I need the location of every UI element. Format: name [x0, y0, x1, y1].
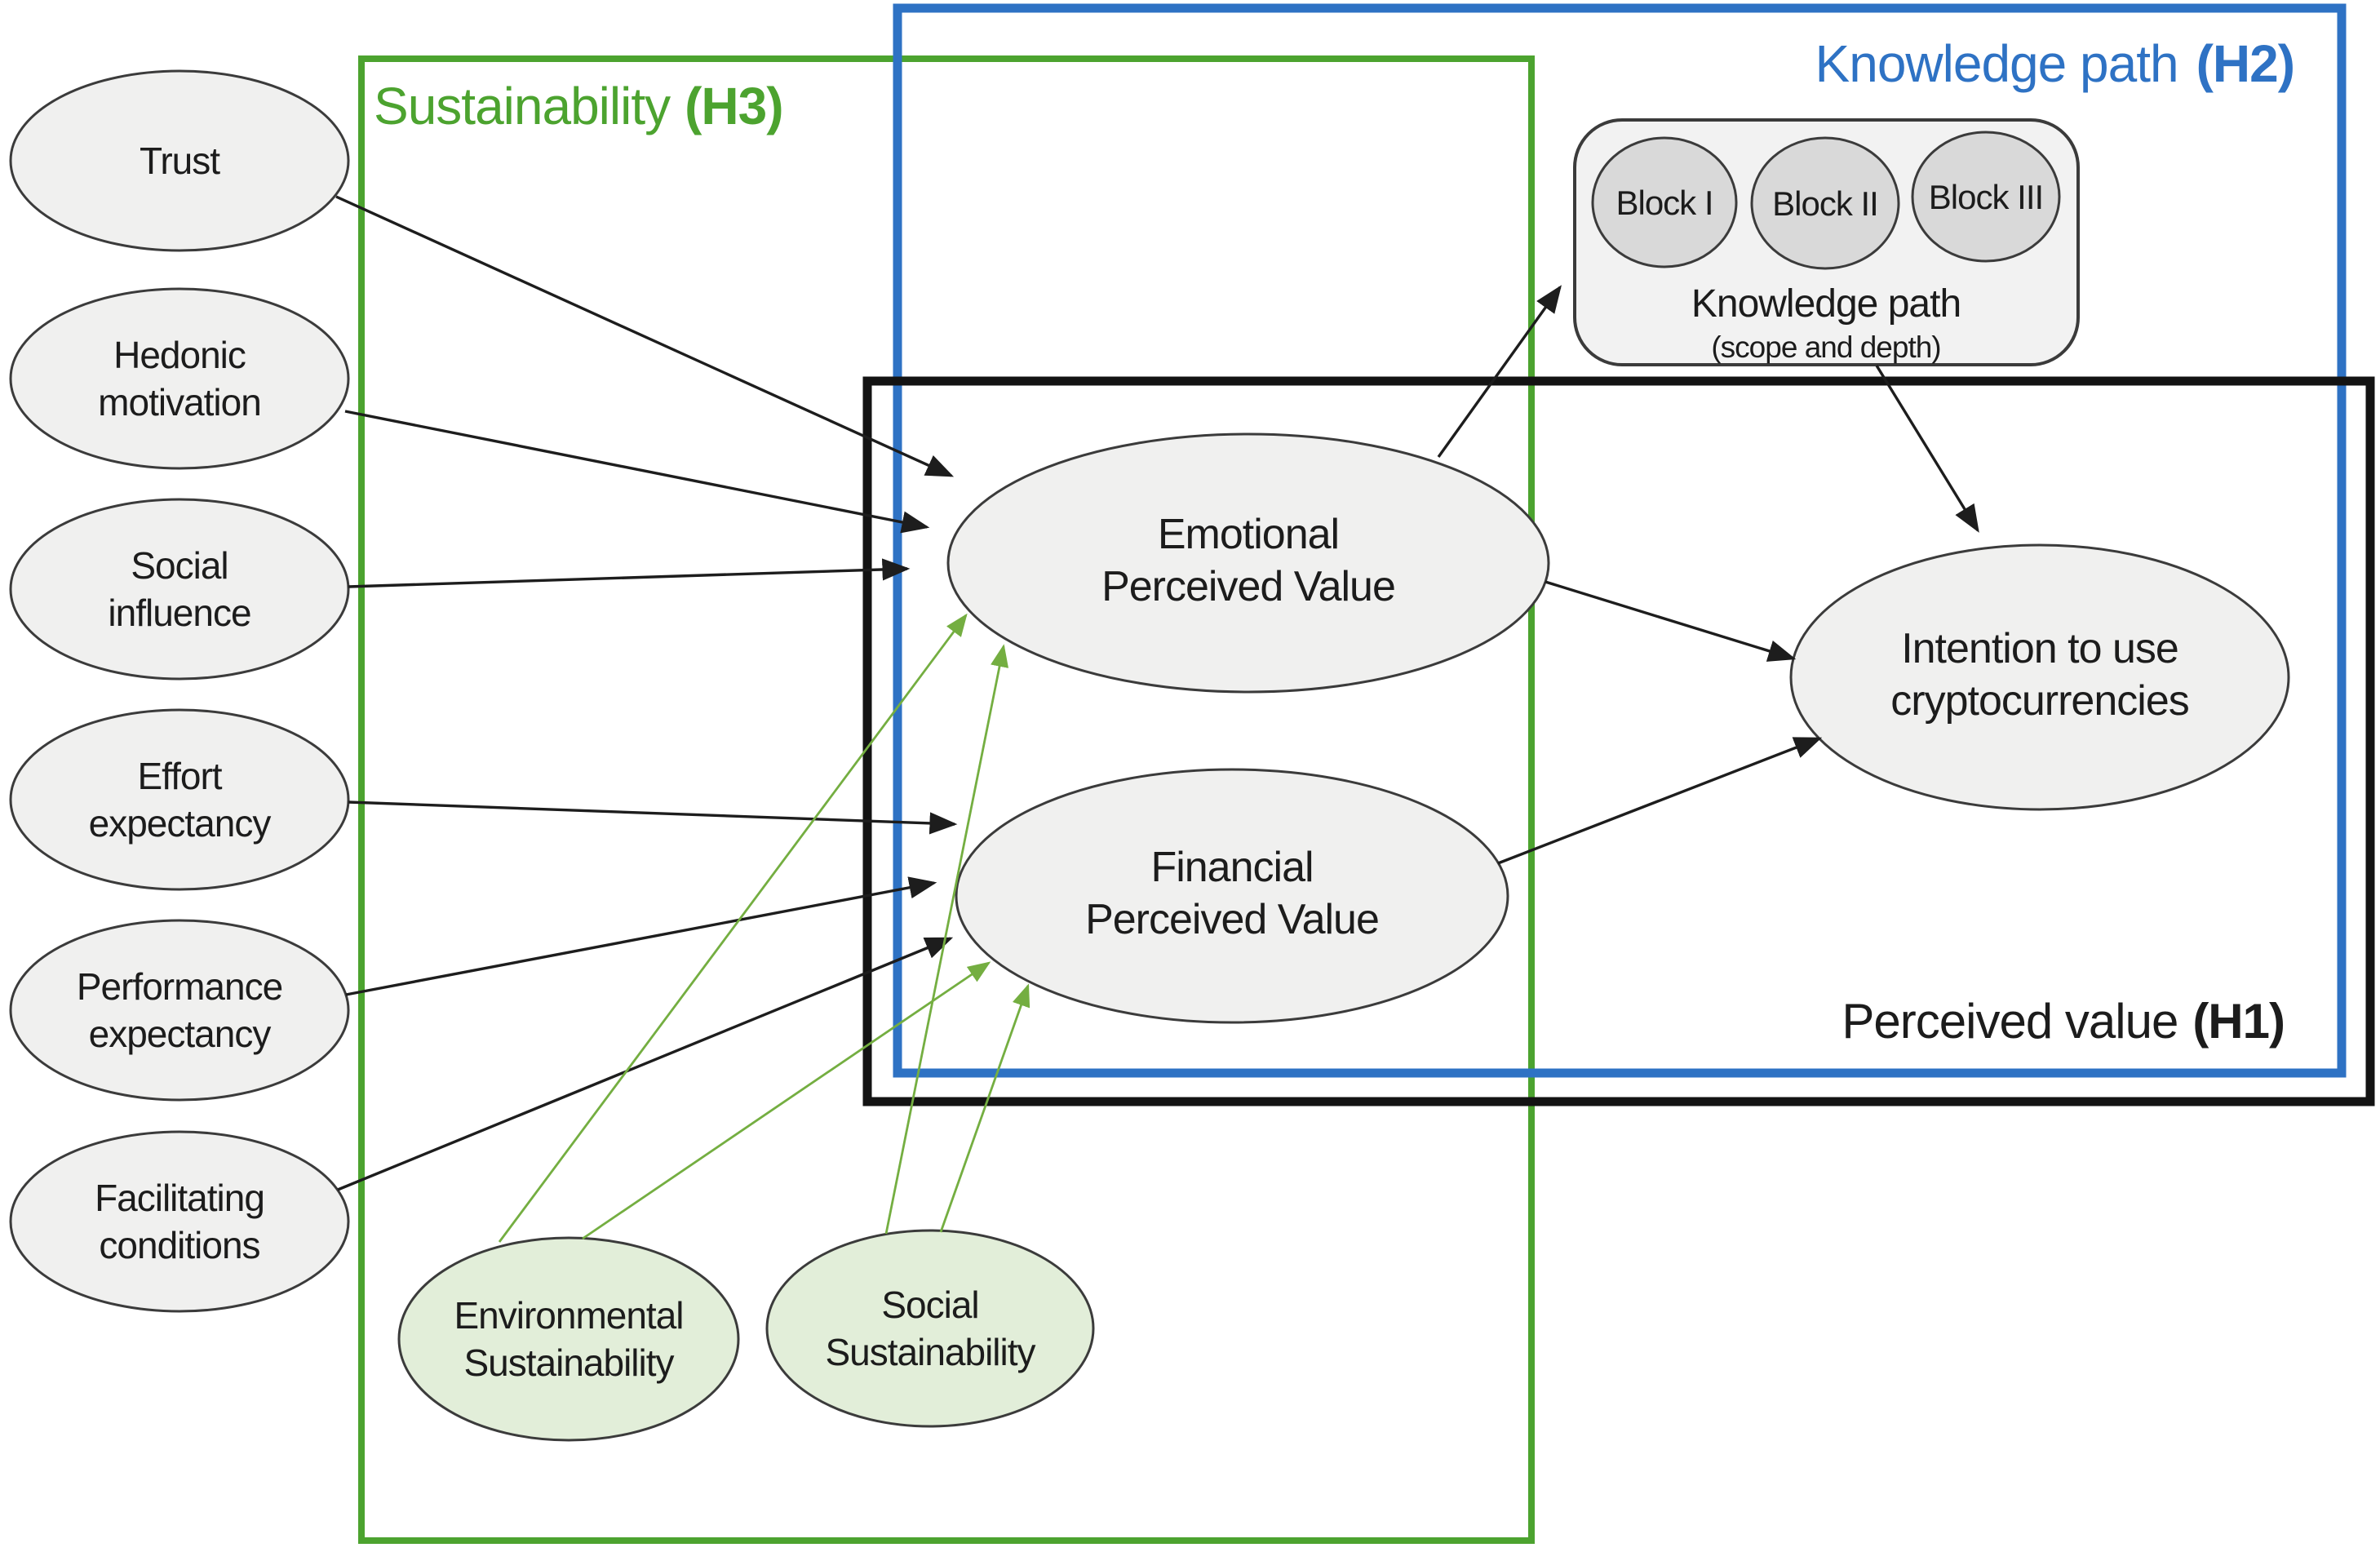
- sustainability-label-text: Sustainability: [374, 77, 671, 135]
- node-performance-label-line1: Performance: [77, 965, 282, 1008]
- knowledge-path-panel: Block I Block II Block III Knowledge pat…: [1573, 118, 2080, 366]
- node-social-influence: [9, 498, 350, 681]
- node-emotional-label-line2: Perceived Value: [1101, 563, 1395, 610]
- node-environmental-label-line1: Environmental: [454, 1294, 683, 1337]
- outcome-node: Intention to use cryptocurrencies: [1789, 543, 2290, 811]
- sustainability-box-label: Sustainability(H3): [374, 77, 783, 135]
- arrow-trust-to-emotional: [335, 195, 955, 477]
- node-performance-label-line2: expectancy: [89, 1013, 272, 1055]
- node-hedonic-label-line2: motivation: [98, 381, 261, 423]
- arrow-emotional-to-knowledge-path: [1437, 285, 1562, 458]
- arrow-social-sustainability-to-emotional: [884, 644, 1009, 1235]
- sustainability-arrows: [498, 613, 1030, 1243]
- knowledge-path-panel-subtitle: (scope and depth): [1711, 330, 1940, 364]
- node-effort-label-line2: expectancy: [89, 802, 272, 845]
- node-facilitating-conditions: [9, 1130, 350, 1313]
- node-environmental-sustainability: [397, 1236, 740, 1442]
- block-3-label: Block III: [1929, 178, 2043, 216]
- arrow-environmental-to-emotional: [498, 613, 968, 1243]
- sustainability-h3-box: [358, 55, 1535, 1544]
- node-performance-expectancy: [9, 919, 350, 1102]
- node-effort-expectancy: [9, 708, 350, 891]
- perceived-value-h1-box: [862, 376, 2375, 1106]
- node-financial-label-line1: Financial: [1150, 844, 1313, 891]
- node-block-3: [1911, 131, 2061, 263]
- sustainability-h3-tag: (H3): [685, 77, 782, 135]
- knowledge-path-label-text: Knowledge path: [1815, 34, 2178, 93]
- node-emotional-perceived-value: [946, 432, 1550, 694]
- left-predictor-nodes: Trust Hedonic motivation Social influenc…: [9, 69, 350, 1313]
- node-environmental-label-line2: Sustainability: [463, 1341, 674, 1384]
- block-1-label: Block I: [1615, 184, 1713, 222]
- node-intention-label-line1: Intention to use: [1901, 625, 2178, 672]
- arrow-emotional-to-intention: [1545, 580, 1797, 662]
- node-social-influence-label-line1: Social: [131, 544, 228, 587]
- perceived-value-box-label: Perceived value (H1): [1842, 994, 2285, 1049]
- knowledge-path-box-label: Knowledge path (H2): [1815, 34, 2294, 93]
- node-emotional-label-line1: Emotional: [1158, 511, 1339, 558]
- perceived-value-label-text: Perceived value: [1842, 994, 2178, 1049]
- node-block-1: [1591, 136, 1738, 268]
- arrow-performance-to-financial: [345, 876, 937, 996]
- sustainability-nodes: Environmental Sustainability Social Sust…: [397, 1229, 1095, 1442]
- node-social-sustainability-label-line2: Sustainability: [825, 1331, 1035, 1373]
- node-trust-label: Trust: [140, 140, 220, 182]
- arrow-facilitating-to-financial: [337, 937, 954, 1191]
- arrow-financial-to-intention: [1497, 737, 1823, 865]
- perceived-value-nodes: Emotional Perceived Value Financial Perc…: [946, 432, 1550, 1024]
- node-facilitating-label-line2: conditions: [99, 1224, 259, 1266]
- node-effort-label-line1: Effort: [137, 755, 222, 797]
- node-hedonic-motivation: [9, 287, 350, 470]
- arrow-environmental-to-financial: [582, 961, 991, 1240]
- arrow-social-influence-to-emotional: [348, 558, 911, 588]
- knowledge-path-h2-box: [893, 3, 2347, 1078]
- perceived-value-h1-tag: (H1): [2192, 994, 2285, 1049]
- arrow-effort-to-financial: [348, 800, 958, 835]
- node-social-influence-label-line2: influence: [108, 592, 250, 634]
- node-financial-label-line2: Perceived Value: [1085, 896, 1379, 943]
- node-social-sustainability: [765, 1229, 1095, 1428]
- arrow-social-sustainability-to-financial: [939, 983, 1030, 1233]
- node-social-sustainability-label-line1: Social: [881, 1284, 978, 1326]
- arrow-knowledge-path-to-intention: [1875, 365, 1979, 533]
- knowledge-path-panel-title: Knowledge path: [1691, 282, 1961, 326]
- node-hedonic-label-line1: Hedonic: [113, 334, 246, 376]
- arrow-hedonic-to-emotional: [344, 410, 930, 534]
- node-financial-perceived-value: [955, 768, 1509, 1024]
- node-facilitating-label-line1: Facilitating: [95, 1177, 264, 1219]
- knowledge-path-h2-tag: (H2): [2196, 34, 2294, 93]
- block-2-label: Block II: [1772, 184, 1878, 223]
- node-block-2: [1750, 136, 1900, 270]
- node-intention-to-use: [1789, 543, 2290, 811]
- node-trust: [9, 69, 350, 252]
- node-intention-label-line2: cryptocurrencies: [1890, 677, 2188, 725]
- path-arrows: [335, 195, 1979, 1191]
